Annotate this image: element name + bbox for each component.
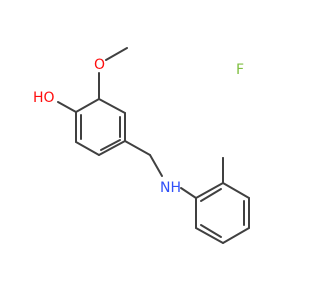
- fluorine-label: F: [236, 62, 244, 78]
- hydroxyl-label: HO: [33, 90, 55, 106]
- bond: [75, 141, 100, 156]
- bond: [200, 224, 222, 238]
- structure-diagram: HO O NH F: [33, 47, 250, 244]
- ring-a: [75, 98, 126, 156]
- bond: [98, 98, 126, 114]
- bond: [195, 182, 224, 199]
- molecule-svg: HO O NH F: [33, 47, 250, 244]
- amine-label: NH: [160, 180, 181, 196]
- ring-b: [195, 182, 250, 244]
- bond: [200, 188, 222, 202]
- bond: [57, 101, 77, 113]
- bond: [105, 47, 128, 61]
- bond: [100, 139, 121, 151]
- bond: [195, 227, 224, 244]
- bond: [222, 227, 250, 244]
- bond: [75, 98, 100, 113]
- bond: [180, 187, 197, 199]
- bond: [98, 140, 126, 156]
- bond: [149, 154, 163, 177]
- bond: [222, 182, 250, 199]
- bond: [124, 140, 151, 156]
- methoxy-oxygen-label: O: [94, 57, 105, 73]
